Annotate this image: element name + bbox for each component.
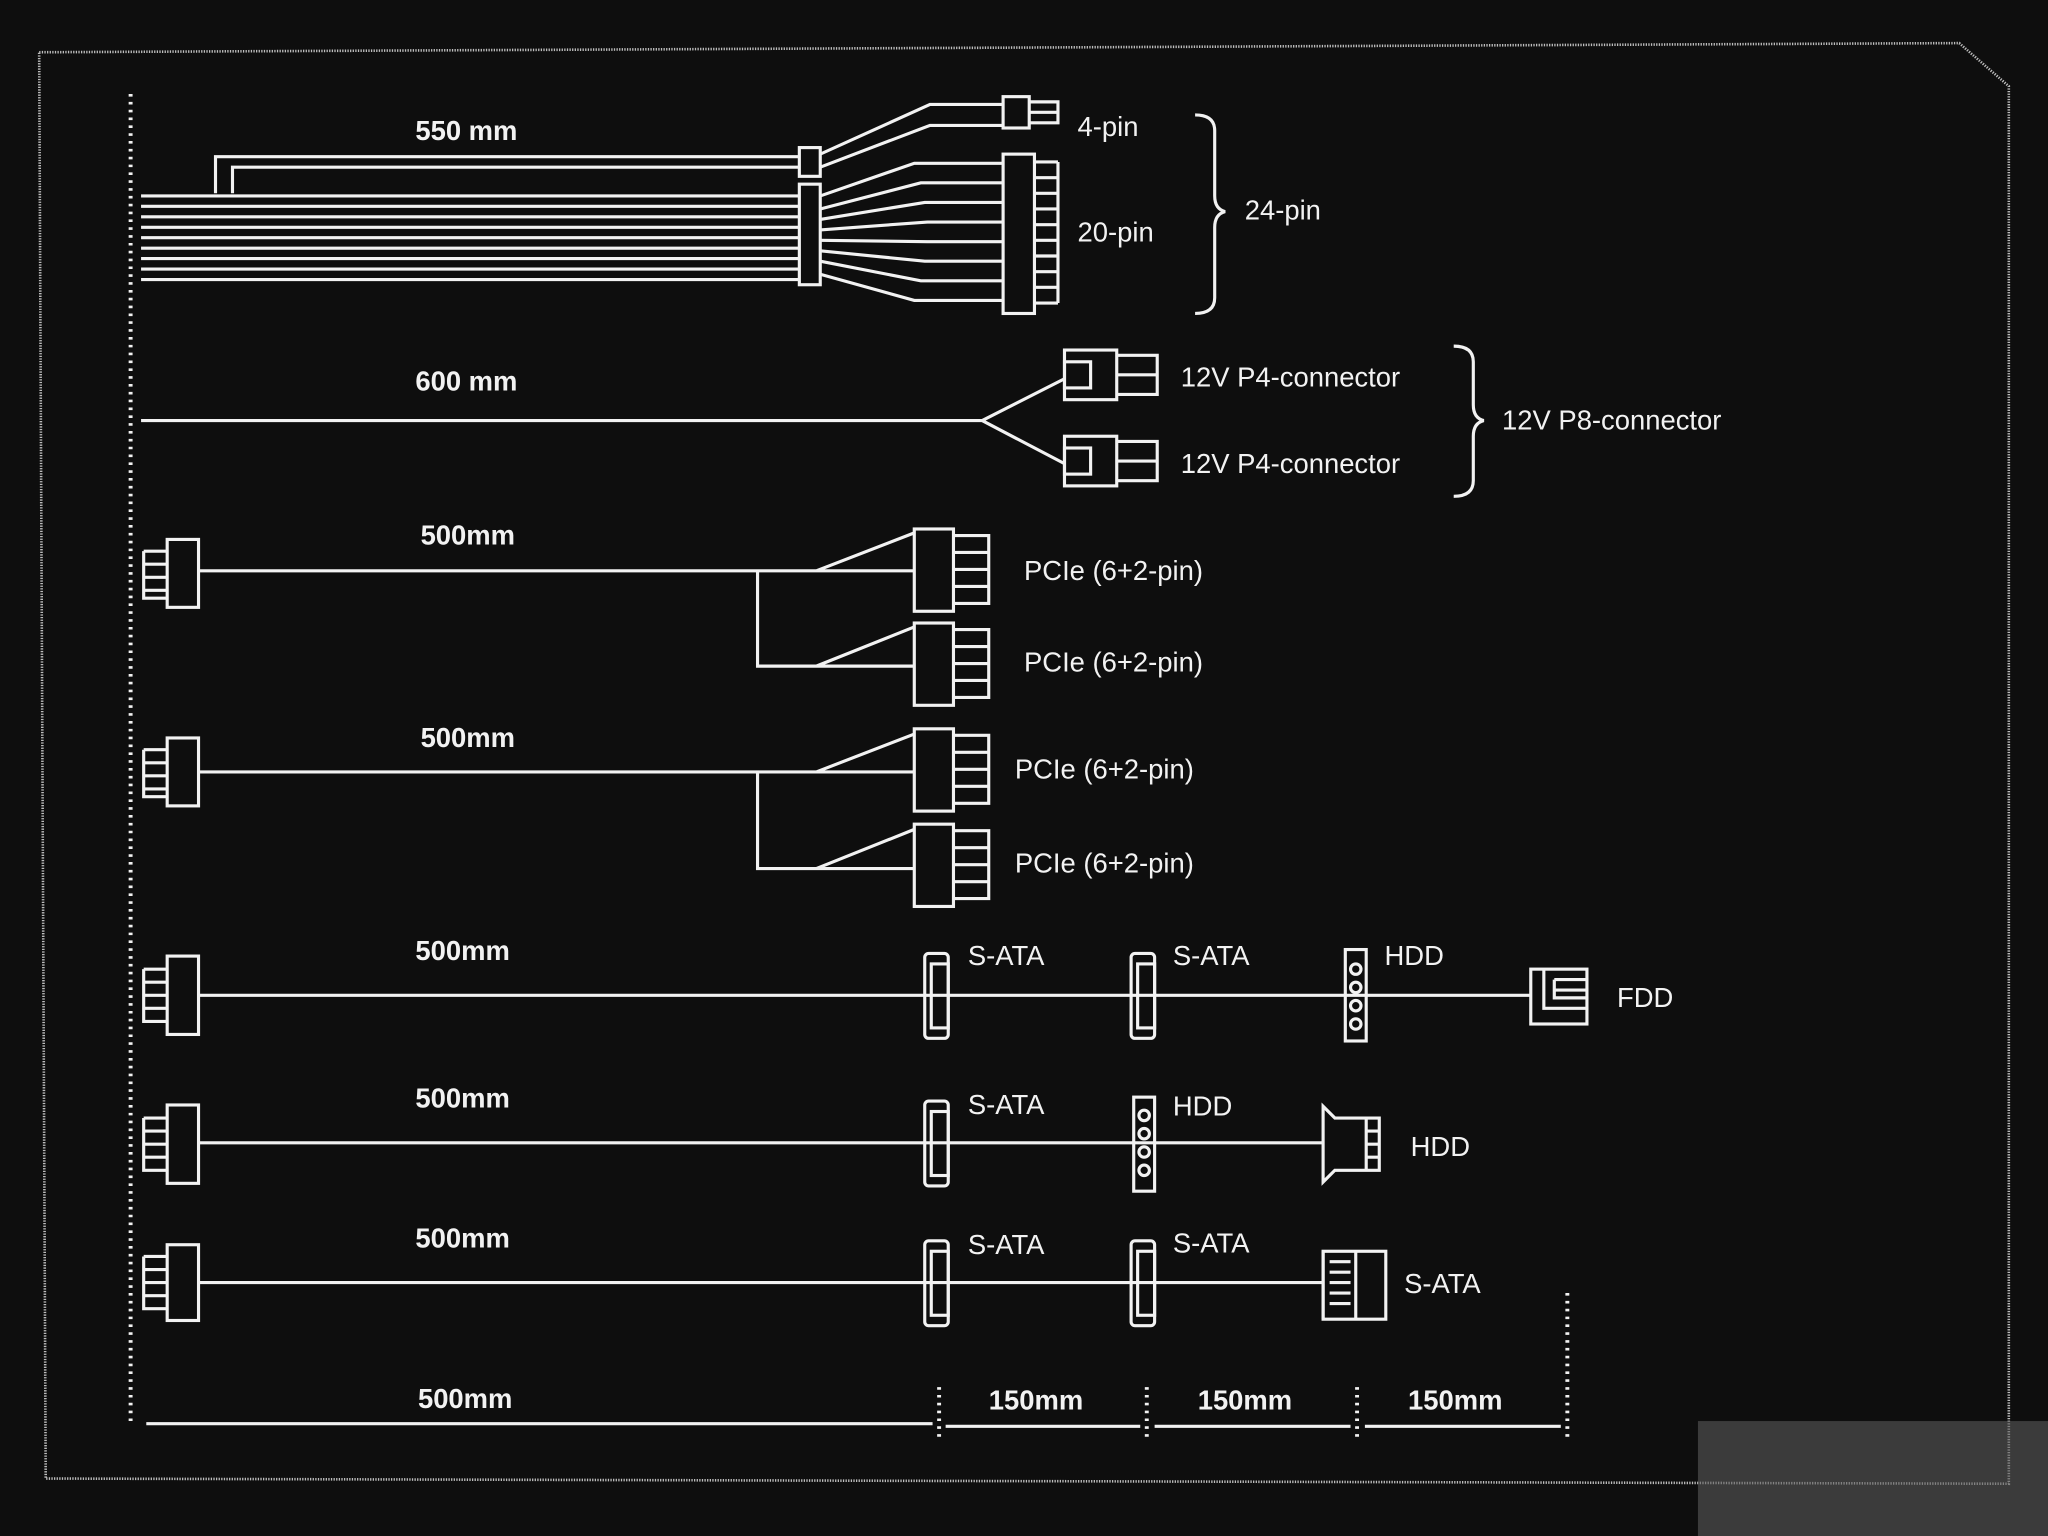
- fdd-connector-icon: [1529, 967, 1589, 1026]
- sata-plug-icon: [1321, 1249, 1388, 1321]
- scale-label: 150mm: [989, 1384, 1083, 1415]
- label-pcie: PCIe (6+2-pin): [1015, 753, 1194, 784]
- hdd-molex-plug-icon: [1321, 1102, 1381, 1186]
- label-fdd: FDD: [1617, 982, 1673, 1013]
- cable-peripheral-2: 500mm S-ATA HDD HDD: [142, 1083, 1470, 1193]
- modular-plug-icon: [142, 537, 201, 609]
- cable-24pin: 550 mm 4-pin 20-pin 24-pin: [141, 95, 1321, 316]
- sata-connector-icon: [923, 1099, 950, 1188]
- cable-pcie-1: 500mm PCIe (6+2-pin) PCIe (6+2-pin): [142, 520, 1203, 707]
- pcie-connector-icon: [912, 621, 991, 707]
- label-hdd: HDD: [1384, 940, 1443, 971]
- connector-p4-icon: [1062, 348, 1159, 402]
- label-sata: S-ATA: [1173, 1228, 1250, 1259]
- brace-icon: [1195, 113, 1226, 316]
- length-label: 500mm: [421, 722, 515, 753]
- length-label: 500mm: [415, 935, 509, 966]
- label-hdd: HDD: [1411, 1131, 1470, 1162]
- cable-cpu-8pin: 600 mm 12V P4-connector 12V P4-connector…: [141, 344, 1721, 498]
- label-hdd: HDD: [1173, 1090, 1232, 1121]
- scale-label: 150mm: [1198, 1384, 1292, 1415]
- length-label: 500mm: [415, 1083, 509, 1114]
- label-pcie: PCIe (6+2-pin): [1024, 646, 1203, 677]
- scale-label: 150mm: [1408, 1384, 1502, 1415]
- length-label: 500mm: [421, 520, 515, 551]
- label-p4-a: 12V P4-connector: [1181, 362, 1400, 393]
- length-scale: 500mm 150mm 150mm 150mm: [146, 1293, 1570, 1437]
- label-20pin: 20-pin: [1078, 217, 1154, 248]
- sata-connector-icon: [923, 1239, 950, 1328]
- cable-pcie-2: 500mm PCIe (6+2-pin) PCIe (6+2-pin): [142, 722, 1194, 909]
- label-sata: S-ATA: [1404, 1268, 1481, 1299]
- connector-4pin-icon: [1001, 95, 1060, 130]
- sata-connector-icon: [1129, 1239, 1157, 1328]
- label-p8: 12V P8-connector: [1502, 405, 1721, 436]
- pcie-connector-icon: [912, 727, 991, 813]
- molex-connector-icon: [1132, 1095, 1157, 1193]
- pcie-connector-icon: [912, 822, 991, 909]
- connector-p4-icon: [1062, 434, 1159, 488]
- wire-clip: [797, 146, 822, 178]
- label-p4-b: 12V P4-connector: [1181, 448, 1400, 479]
- length-label: 500mm: [415, 1222, 509, 1253]
- brace-icon: [1453, 344, 1485, 498]
- label-sata: S-ATA: [968, 940, 1045, 971]
- label-pcie: PCIe (6+2-pin): [1015, 847, 1194, 878]
- sata-connector-icon: [923, 951, 950, 1040]
- label-24pin: 24-pin: [1245, 194, 1321, 225]
- connector-20pin-icon: [1001, 152, 1060, 316]
- length-label: 600 mm: [415, 366, 517, 397]
- pcie-connector-icon: [912, 527, 991, 613]
- label-sata: S-ATA: [968, 1229, 1045, 1260]
- sata-connector-icon: [1129, 951, 1157, 1040]
- label-4pin: 4-pin: [1078, 111, 1139, 142]
- label-sata: S-ATA: [968, 1089, 1045, 1120]
- length-label: 550 mm: [415, 115, 517, 146]
- label-pcie: PCIe (6+2-pin): [1024, 555, 1203, 586]
- molex-connector-icon: [1343, 947, 1368, 1043]
- cable-peripheral-3: 500mm S-ATA S-ATA S-ATA: [142, 1222, 1481, 1328]
- wire-clip: [797, 182, 822, 287]
- cable-peripheral-1: 500mm S-ATA S-ATA HDD FDD: [142, 935, 1673, 1043]
- sticker-remnant: [1697, 1421, 2048, 1536]
- scale-label: 500mm: [418, 1383, 512, 1414]
- label-sata: S-ATA: [1173, 940, 1250, 971]
